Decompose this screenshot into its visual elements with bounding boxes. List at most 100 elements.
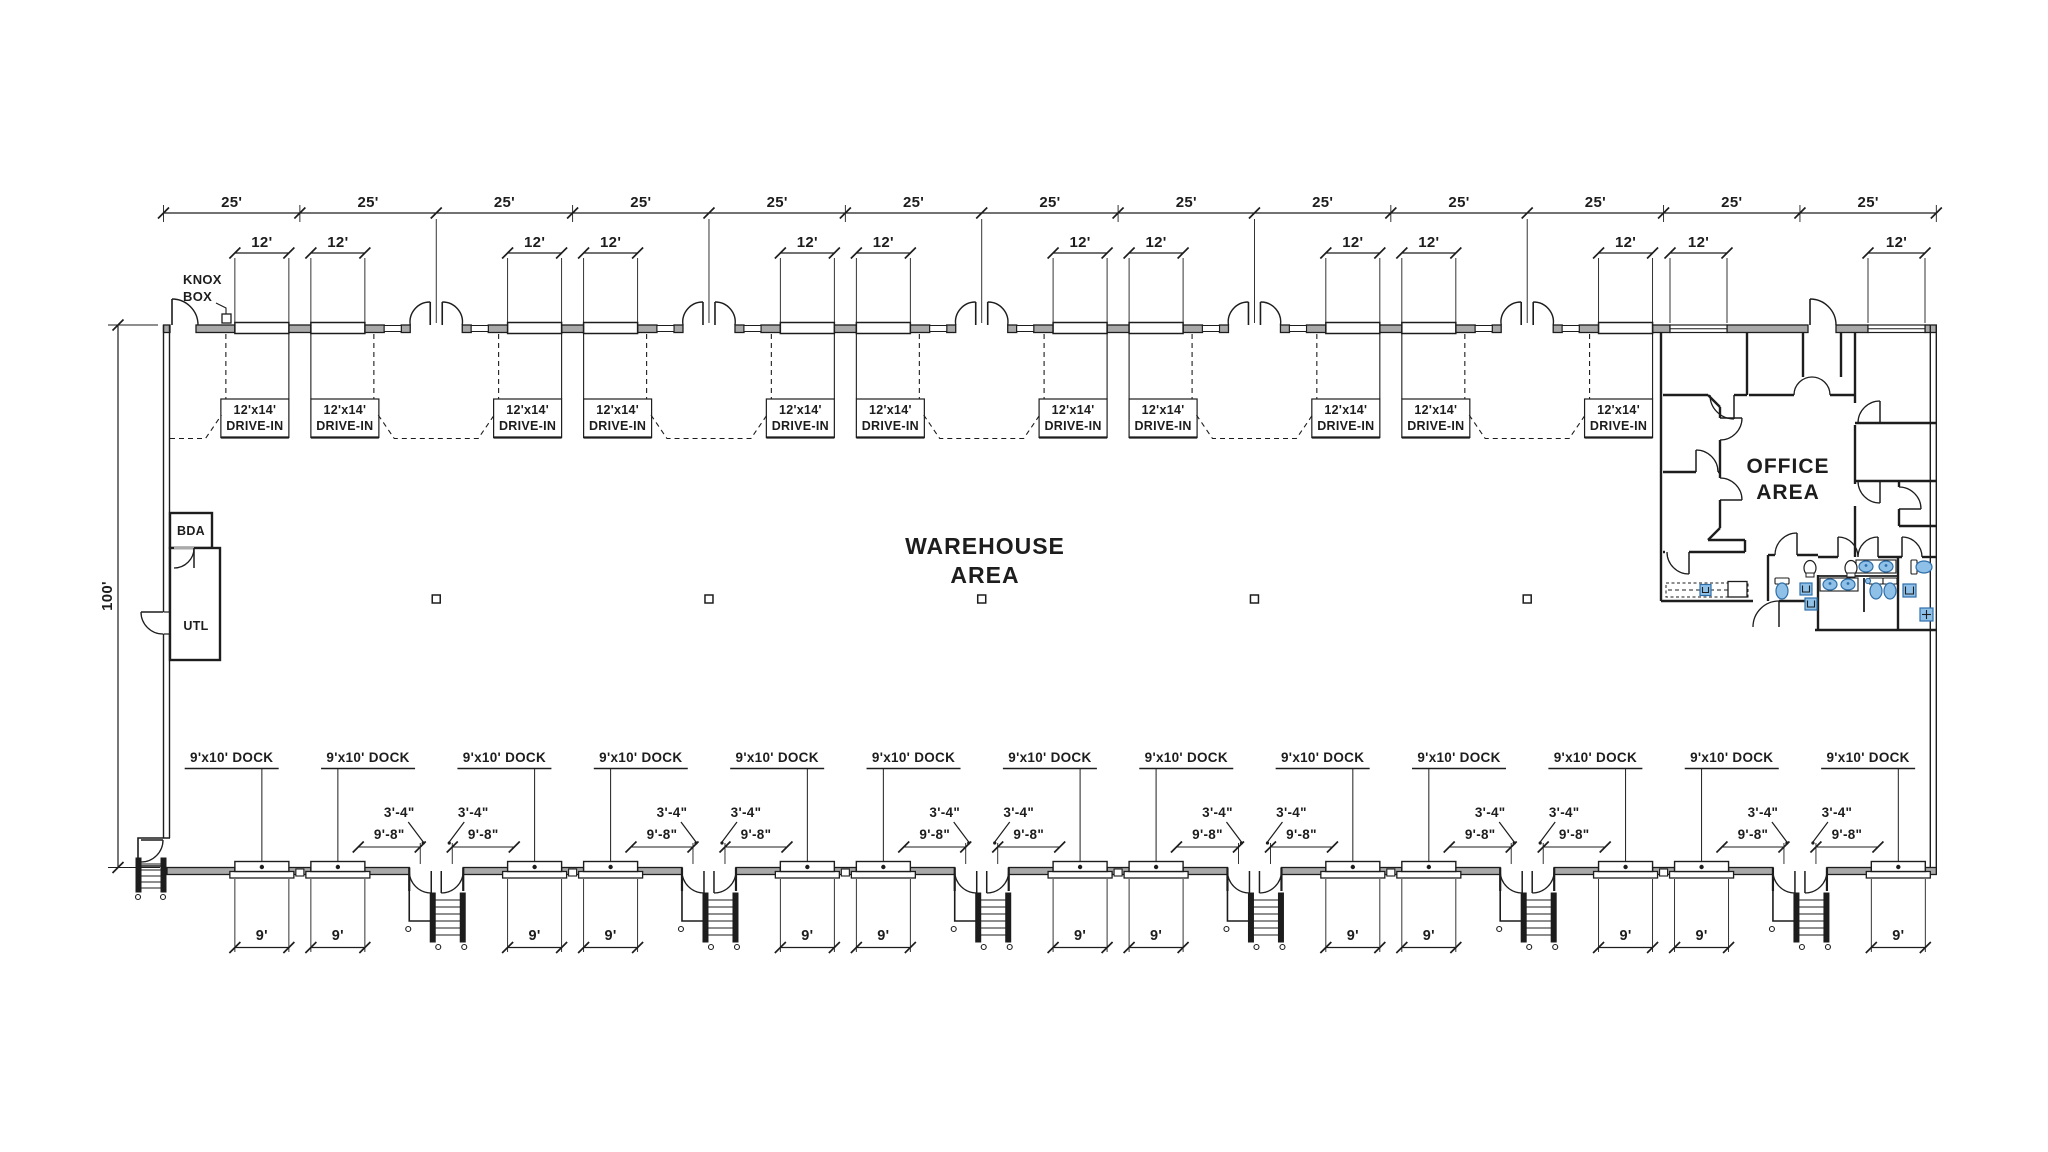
drive-in-size-label-line2: DRIVE-IN <box>316 419 373 433</box>
bay-width-dim-label: 25' <box>767 194 788 211</box>
bay-width-dim-label: 25' <box>1176 194 1197 211</box>
double-door <box>954 301 1009 326</box>
door-leaf-dim-label: 3'-4" <box>1202 805 1233 820</box>
drive-in-size-label: 12'x14'DRIVE-IN <box>1038 398 1108 439</box>
sink-icon <box>1878 560 1894 573</box>
door-leaf-dim-label: 3'-4" <box>1748 805 1779 820</box>
drive-in-size-label: 12'x14'DRIVE-IN <box>1401 398 1471 439</box>
drive-in-width-dim-label: 12' <box>1070 234 1091 251</box>
drive-in-size-label: 12'x14'DRIVE-IN <box>1311 398 1381 439</box>
dock-width-dim-label: 9' <box>1892 928 1904 944</box>
dock-width-dim-label: 9' <box>332 928 344 944</box>
dock-label: 9'x10' DOCK <box>1002 750 1097 861</box>
column-marker <box>1522 594 1532 604</box>
dock-door <box>1396 860 1462 879</box>
warehouse-area-title: WAREHOUSE AREA <box>905 533 1065 588</box>
left-wall <box>134 325 171 901</box>
bay-width-dim-label: 25' <box>1448 194 1469 211</box>
sink-icon <box>1840 578 1856 591</box>
drive-in-width-dim-label: 12' <box>797 234 818 251</box>
dock-size-label: 9'x10' DOCK <box>1554 750 1637 765</box>
exterior-door-left <box>140 611 170 635</box>
drive-in-size-label-line2: DRIVE-IN <box>1044 419 1101 433</box>
dock-door <box>1320 860 1386 879</box>
door-leaf-dim-label: 3'-4" <box>1276 805 1307 820</box>
fixture-box <box>1699 583 1712 597</box>
column-markers <box>431 594 1532 604</box>
corner-entry <box>134 837 170 901</box>
dock-door <box>1668 860 1735 879</box>
dock-width-dim-label: 9' <box>1347 928 1359 944</box>
dock-size-label: 9'x10' DOCK <box>1008 750 1091 765</box>
dock-width-dimension: 9' <box>1592 879 1659 954</box>
clear-opening-dim-label: 9'-8" <box>1286 827 1317 842</box>
drive-in-size-label-line2: DRIVE-IN <box>1590 419 1647 433</box>
drive-in-size-label-line1: 12'x14' <box>1597 403 1640 417</box>
dock-size-label: 9'x10' DOCK <box>872 750 955 765</box>
dock-label: 9'x10' DOCK <box>457 750 552 861</box>
dock-door <box>1123 860 1189 879</box>
clear-opening-dim-label: 9'-8" <box>374 827 405 842</box>
dock-width-dim-label: 9' <box>801 928 813 944</box>
entry-dimensions: 3'-4"3'-4"9'-8"9'-8" <box>1715 805 1885 864</box>
double-door <box>682 301 736 326</box>
entry-vestibule: 3'-4"3'-4"9'-8"9'-8" <box>897 805 1066 951</box>
dock-width-dimension: 9' <box>1046 879 1114 954</box>
office-area-label: AREA <box>1756 481 1820 504</box>
restroom-fixtures <box>1665 559 1934 622</box>
building-depth-dimension: 100' <box>99 318 160 874</box>
door-leaf-dim-label: 3'-4" <box>1003 805 1034 820</box>
drive-in-size-label: 12'x14'DRIVE-IN <box>1128 398 1198 439</box>
drive-in-size-label-line2: DRIVE-IN <box>589 419 646 433</box>
column-marker <box>1249 594 1260 604</box>
dock-width-dim-label: 9' <box>877 928 889 944</box>
entry-stair <box>1496 892 1559 951</box>
warehouse-area-label: AREA <box>950 562 1019 588</box>
door-leaf-dim-label: 3'-4" <box>1475 805 1506 820</box>
bay-width-dim-label: 25' <box>1585 194 1606 211</box>
fixture-box <box>1799 582 1813 596</box>
toilet-icon <box>1868 577 1884 600</box>
door-leaf-dim-label: 3'-4" <box>731 805 762 820</box>
dock-width-dim-label: 9' <box>256 928 268 944</box>
toilet-icon <box>1910 559 1933 575</box>
drive-in-door <box>1128 321 1184 335</box>
office-window-dim-label: 12' <box>1886 234 1907 251</box>
drive-in-size-label-line1: 12'x14' <box>1324 403 1367 417</box>
drive-in-door <box>506 321 563 335</box>
dock-size-label: 9'x10' DOCK <box>1145 750 1228 765</box>
drive-in-size-label-line1: 12'x14' <box>596 403 639 417</box>
drive-in-width-dim-label: 12' <box>1615 234 1636 251</box>
knox-box-label: BOX <box>183 289 212 304</box>
drive-in-size-label-line1: 12'x14' <box>1142 403 1185 417</box>
dock-size-label: 9'x10' DOCK <box>326 750 409 765</box>
dock-width-dimension: 9' <box>501 879 568 954</box>
drive-in-door <box>234 321 290 335</box>
clear-opening-dim-label: 9'-8" <box>1832 827 1863 842</box>
drive-in-size-label: 12'x14'DRIVE-IN <box>310 398 380 439</box>
drive-in-apron <box>1468 414 1586 440</box>
drive-in-width-dim-label: 12' <box>524 234 545 251</box>
entry-vestibule: 3'-4"3'-4"9'-8"9'-8" <box>624 805 794 951</box>
double-door <box>409 301 464 326</box>
dock-width-dim-label: 9' <box>1423 928 1435 944</box>
right-wall <box>1929 325 1938 875</box>
dock-label: 9'x10' DOCK <box>1548 750 1643 861</box>
dock-label: 9'x10' DOCK <box>866 750 961 861</box>
office-entry-door <box>1809 298 1837 326</box>
drive-in-width-dim-label: 12' <box>873 234 894 251</box>
dock-door <box>305 860 371 879</box>
drive-in-width-dim-label: 12' <box>327 234 348 251</box>
drive-in-door <box>1401 321 1457 335</box>
warehouse-area-label: WAREHOUSE <box>905 533 1065 559</box>
dock-width-dim-label: 9' <box>529 928 541 944</box>
drive-in-size-label: 12'x14'DRIVE-IN <box>855 398 925 439</box>
fixture-box <box>1919 607 1934 622</box>
office-area-label: OFFICE <box>1747 455 1830 478</box>
dock-size-label: 9'x10' DOCK <box>463 750 546 765</box>
drive-in-width-dim-label: 12' <box>1342 234 1363 251</box>
drive-in-size-label: 12'x14'DRIVE-IN <box>493 398 563 439</box>
dock-size-label: 9'x10' DOCK <box>736 750 819 765</box>
bay-width-dim-label: 25' <box>903 194 924 211</box>
dock-size-label: 9'x10' DOCK <box>1690 750 1773 765</box>
